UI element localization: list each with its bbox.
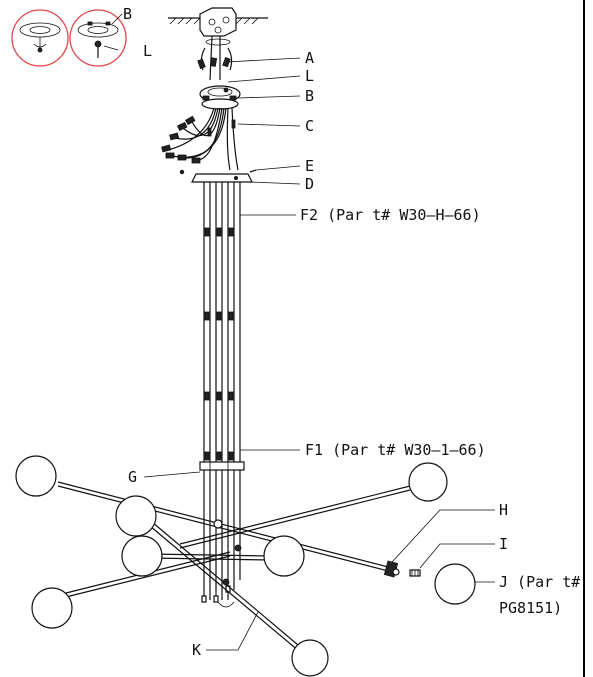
label-g: G <box>128 468 137 486</box>
inset-label-b: B <box>123 5 132 23</box>
label-d: D <box>305 175 314 193</box>
globe-j <box>434 563 476 605</box>
label-e: E <box>305 157 314 175</box>
globe-fitter-i <box>409 569 421 577</box>
globe <box>121 535 163 577</box>
wire-connectors <box>197 47 233 71</box>
label-k: K <box>192 641 201 659</box>
label-h: H <box>499 501 508 519</box>
label-f1: F1 (Par t# W30–1–66) <box>305 441 486 459</box>
label-c: C <box>305 117 314 135</box>
label-i: I <box>499 535 508 553</box>
label-j-line1: J (Par t# <box>499 573 580 591</box>
label-b: B <box>305 87 314 105</box>
arm-end-cap-h <box>383 560 400 578</box>
glass-globes <box>15 455 476 677</box>
mounting-ring <box>199 85 241 110</box>
inset-detail: B L <box>11 5 152 67</box>
label-l: L <box>305 67 314 85</box>
spread-wires <box>161 107 257 175</box>
globe <box>31 587 73 629</box>
globe <box>408 462 448 502</box>
chandelier-arms <box>57 481 421 653</box>
globe <box>15 455 57 497</box>
ceiling-junction-box <box>168 7 268 81</box>
globe <box>115 495 157 537</box>
globe <box>291 639 329 677</box>
downrod-bundle <box>199 182 245 603</box>
callout-lines <box>143 57 495 651</box>
label-a: A <box>305 49 314 67</box>
label-f2: F2 (Par t# W30–H–66) <box>300 206 481 224</box>
label-j-line2: PG8151) <box>499 599 562 617</box>
inset-label-l: L <box>143 42 152 60</box>
globe <box>263 535 305 577</box>
canopy-plate <box>191 173 253 183</box>
